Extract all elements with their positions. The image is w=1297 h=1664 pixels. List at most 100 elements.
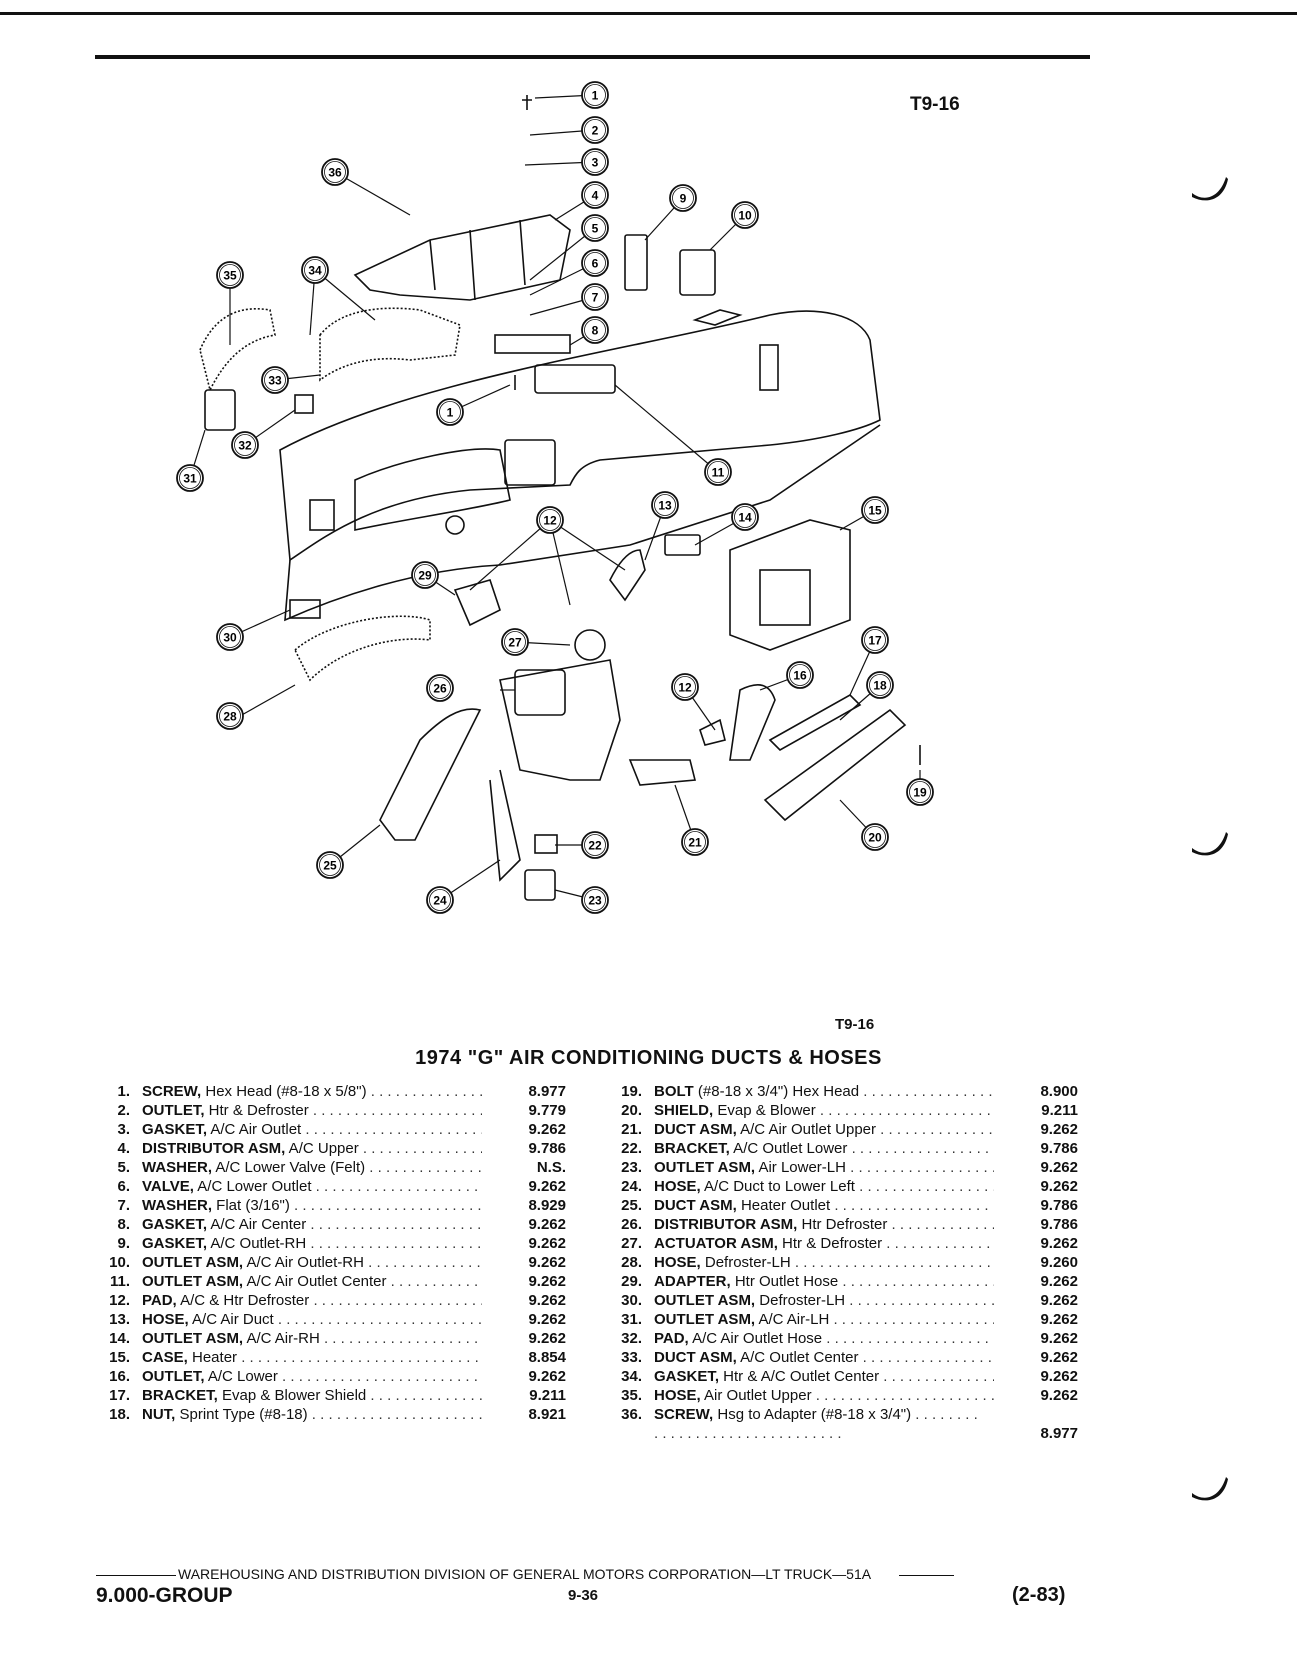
- callout-3: 3: [581, 148, 609, 176]
- callout-2: 2: [581, 116, 609, 144]
- part-number: 5.: [117, 1159, 130, 1176]
- callout-number: 4: [592, 189, 599, 203]
- parts-list-row: 12.PAD, A/C & Htr Defroster . . . . . . …: [96, 1291, 566, 1310]
- part-number: 34.: [621, 1368, 642, 1385]
- part-description: SCREW, Hex Head (#8-18 x 5/8") . . . . .…: [142, 1082, 482, 1101]
- heater-case: [729, 519, 851, 651]
- callout-33: 33: [261, 366, 289, 394]
- leader-dots: . . . . . . . . . . . . . . . . . . . . …: [305, 1121, 482, 1138]
- callout-17: 17: [861, 626, 889, 654]
- callout-number: 9: [680, 192, 687, 206]
- part-group-code: 9.262: [1040, 1235, 1078, 1252]
- part-description: GASKET, Htr & A/C Outlet Center . . . . …: [654, 1367, 994, 1386]
- part-detail: A/C Air Outlet Hose: [688, 1330, 823, 1347]
- callout-23: 23: [581, 886, 609, 914]
- part-name: OUTLET ASM,: [142, 1254, 244, 1271]
- part-group-code: 9.262: [528, 1311, 566, 1328]
- part-name: DUCT ASM,: [654, 1349, 737, 1366]
- part-group-code: 8.900: [1040, 1083, 1078, 1100]
- part-detail: A/C Lower Valve (Felt): [212, 1159, 366, 1176]
- part-name: SHIELD,: [654, 1102, 714, 1119]
- part-name: OUTLET ASM,: [654, 1159, 756, 1176]
- callout-number: 13: [658, 499, 672, 513]
- callout-25: 25: [316, 851, 344, 879]
- leader-dots: . . . . . . . . . . . . . . . . . . . . …: [833, 1311, 994, 1328]
- part-detail: A/C Outlet Lower: [729, 1140, 848, 1157]
- part-number: 23.: [621, 1159, 642, 1176]
- part-number: 27.: [621, 1235, 642, 1252]
- figure-id-caption: T9-16: [835, 1016, 875, 1033]
- part-number: 29.: [621, 1273, 642, 1290]
- part-detail: A/C Air Outlet Upper: [736, 1121, 877, 1138]
- leader-dots: . . . . . . . . . . . . . . . . . . . . …: [794, 1254, 994, 1271]
- parts-list-row: 15.CASE, Heater . . . . . . . . . . . . …: [96, 1348, 566, 1367]
- part-number: 35.: [621, 1387, 642, 1404]
- callout-9: 9: [669, 184, 697, 212]
- callout-number: 3: [592, 156, 599, 170]
- leader-dots: . . . . . . . . . . . . . . . . . . . . …: [313, 1292, 482, 1309]
- callout-31: 31: [176, 464, 204, 492]
- leader-dots: . . . . . . . . . . . . . . . . . . . . …: [282, 1368, 482, 1385]
- part-detail: Htr & Defroster: [777, 1235, 883, 1252]
- callout-number: 1: [447, 406, 454, 420]
- leader-dots: . . . . . . . . . . . . . . . . . . . . …: [834, 1197, 994, 1214]
- part-number: 25.: [621, 1197, 642, 1214]
- parts-list-row: 13.HOSE, A/C Air Duct . . . . . . . . . …: [96, 1310, 566, 1329]
- footer-dash: [899, 1574, 955, 1576]
- leader-dots: . . . . . . . . . . . . . . . . . . . . …: [323, 1330, 482, 1347]
- part-detail: Flat (3/16"): [212, 1197, 290, 1214]
- callout-34: 34: [301, 256, 329, 284]
- leader-dots: . . . . . . . . . . . . . . . . . . . . …: [654, 1406, 978, 1442]
- part-group-code: 9.260: [1040, 1254, 1078, 1271]
- leader-dots: . . . . . . . . . . . . . . . . . . . . …: [891, 1216, 994, 1233]
- part-group-code: 8.854: [528, 1349, 566, 1366]
- part-group-code: 8.977: [1040, 1425, 1078, 1442]
- part-number: 19.: [621, 1083, 642, 1100]
- part-name: VALVE,: [142, 1178, 194, 1195]
- callout-number: 27: [508, 636, 522, 650]
- part-description: SCREW, Hsg to Adapter (#8-18 x 3/4") . .…: [654, 1405, 984, 1443]
- callout-number: 15: [868, 504, 882, 518]
- callout-number: 8: [592, 324, 599, 338]
- part-group-code: 9.262: [1040, 1368, 1078, 1385]
- callout-29: 29: [411, 561, 439, 589]
- callout-number: 18: [873, 679, 887, 693]
- part-number: 1.: [117, 1083, 130, 1100]
- part-name: CASE,: [142, 1349, 188, 1366]
- part-number: 11.: [109, 1273, 130, 1290]
- callout-number: 36: [328, 166, 342, 180]
- part-name: WASHER,: [142, 1197, 213, 1214]
- parts-list-row: 27.ACTUATOR ASM, Htr & Defroster . . . .…: [608, 1234, 1078, 1253]
- part-detail: Sprint Type (#8-18): [175, 1406, 308, 1423]
- callout-number: 35: [223, 269, 237, 283]
- part-description: DUCT ASM, A/C Air Outlet Upper . . . . .…: [654, 1120, 994, 1139]
- parts-list-row: 11.OUTLET ASM, A/C Air Outlet Center . .…: [96, 1272, 566, 1291]
- callout-number: 33: [268, 374, 282, 388]
- callout-26: 26: [426, 674, 454, 702]
- parts-list-left: 1. SCREW, Hex Head (#8-18 x 5/8") . . . .…: [96, 1082, 566, 1424]
- part-number: 4.: [117, 1140, 130, 1157]
- callout-18: 18: [866, 671, 894, 699]
- parts-list-row: 30.OUTLET ASM, Defroster-LH . . . . . . …: [608, 1291, 1078, 1310]
- part-group-code: 9.262: [1040, 1159, 1078, 1176]
- callout-number: 30: [223, 631, 237, 645]
- part-number: 18.: [109, 1406, 130, 1423]
- part-detail: Evap & Blower: [713, 1102, 816, 1119]
- part-group-code: 9.262: [1040, 1273, 1078, 1290]
- leader-dots: . . . . . . . . . . . . . . . . . . . . …: [819, 1102, 994, 1119]
- part-name: HOSE,: [654, 1254, 701, 1271]
- page-number: 9-36: [568, 1587, 599, 1604]
- callout-number: 23: [588, 894, 602, 908]
- part-detail: Htr Outlet Hose: [730, 1273, 839, 1290]
- callout-1: 1: [581, 81, 609, 109]
- parts-list-row: 29.ADAPTER, Htr Outlet Hose . . . . . . …: [608, 1272, 1078, 1291]
- part-number: 17.: [109, 1387, 130, 1404]
- callout-number: 7: [592, 291, 599, 305]
- leader-dots: . . . . . . . . . . . . . . . . . . . . …: [863, 1083, 994, 1100]
- parts-list-row: 24.HOSE, A/C Duct to Lower Left . . . . …: [608, 1177, 1078, 1196]
- part-description: PAD, A/C & Htr Defroster . . . . . . . .…: [142, 1291, 482, 1310]
- leader-dots: . . . . . . . . . . . . . . . . . . . . …: [815, 1387, 994, 1404]
- part-name: DUCT ASM,: [654, 1121, 737, 1138]
- part-detail: Evap & Blower Shield: [217, 1387, 367, 1404]
